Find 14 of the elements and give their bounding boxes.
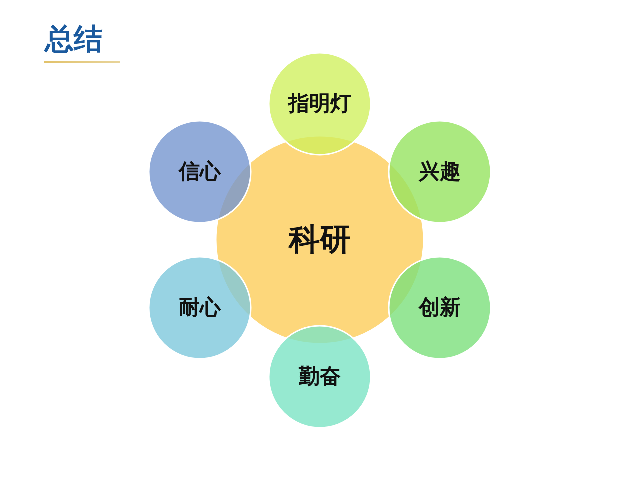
topic-circle — [268, 325, 372, 429]
topic-label: 勤奋 — [299, 365, 341, 389]
slide-title: 总结 — [45, 21, 103, 58]
topic-label: 兴趣 — [419, 160, 461, 184]
topic-label: 指明灯 — [288, 92, 352, 116]
topic-label: 创新 — [419, 296, 461, 320]
topic-label: 耐心 — [179, 296, 221, 320]
topic-circle — [148, 256, 252, 360]
topic-label: 信心 — [179, 160, 221, 184]
topic-circle — [148, 120, 252, 224]
topic-circle — [388, 256, 492, 360]
center-label: 科研 — [289, 222, 351, 258]
topic-circle — [388, 120, 492, 224]
topic-circle — [268, 52, 372, 156]
